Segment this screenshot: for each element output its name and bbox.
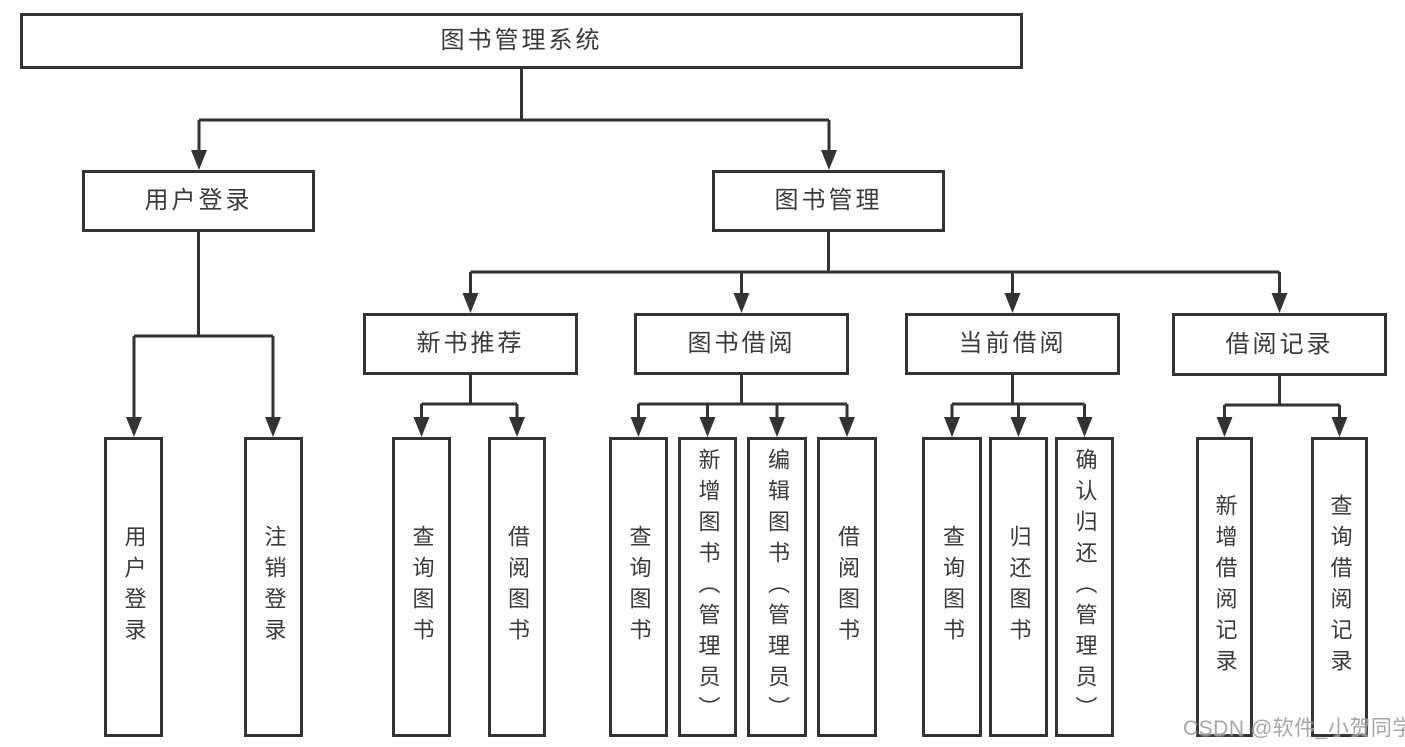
node-leaf-confirm-return-admin: 确认归还（管理员） bbox=[1055, 437, 1114, 737]
connector-user-login-arrow-down-icon bbox=[265, 417, 281, 437]
connector-root-arrow-down-icon bbox=[821, 150, 837, 170]
connector-book-mgmt-arrow-down-icon bbox=[1271, 293, 1288, 313]
connector-book-borrow-arrow-down-icon bbox=[699, 417, 716, 437]
node-leaf-query-borrow-record: 查询借阅记录 bbox=[1311, 437, 1368, 737]
node-user-login: 用户登录 bbox=[82, 170, 315, 232]
connector-book-mgmt-arrow-down-icon bbox=[733, 293, 750, 313]
node-leaf-add-book-admin: 新增图书（管理员） bbox=[678, 437, 737, 737]
connector-current-borrow-arrow-down-icon bbox=[1010, 417, 1027, 437]
node-leaf-return-book: 归还图书 bbox=[989, 437, 1048, 737]
node-leaf-user-login: 用户登录 bbox=[104, 437, 163, 737]
connector-new-book-rec-arrow-down-icon bbox=[509, 417, 525, 437]
connector-borrow-records-arrow-down-icon bbox=[1331, 417, 1348, 437]
connector-book-borrow-arrow-down-icon bbox=[630, 417, 647, 437]
node-new-book-rec: 新书推荐 bbox=[363, 313, 578, 375]
node-book-mgmt: 图书管理 bbox=[712, 170, 945, 232]
connector-book-mgmt-arrow-down-icon bbox=[1004, 293, 1021, 313]
node-leaf-borrow-books-new: 借阅图书 bbox=[488, 437, 546, 737]
connector-current-borrow-arrow-down-icon bbox=[1076, 417, 1093, 437]
connector-book-borrow-arrow-down-icon bbox=[839, 417, 855, 437]
watermark: CSDN @软件_小贺同学 bbox=[1183, 717, 1405, 740]
connector-root-arrow-down-icon bbox=[191, 150, 207, 170]
node-leaf-add-borrow-record: 新增借阅记录 bbox=[1196, 437, 1253, 737]
connector-current-borrow-arrow-down-icon bbox=[944, 417, 960, 437]
node-leaf-logout: 注销登录 bbox=[244, 437, 303, 737]
node-leaf-borrow-books-borrow: 借阅图书 bbox=[817, 437, 877, 737]
node-book-borrow: 图书借阅 bbox=[634, 313, 849, 375]
connector-book-mgmt-arrow-down-icon bbox=[462, 293, 479, 313]
connector-user-login-arrow-down-icon bbox=[126, 417, 142, 437]
connector-new-book-rec-arrow-down-icon bbox=[413, 417, 430, 437]
connector-borrow-records-arrow-down-icon bbox=[1216, 417, 1233, 437]
connector-book-borrow-arrow-down-icon bbox=[769, 417, 785, 437]
node-leaf-query-books-current: 查询图书 bbox=[922, 437, 982, 737]
node-current-borrow: 当前借阅 bbox=[905, 313, 1120, 375]
node-leaf-edit-book-admin: 编辑图书（管理员） bbox=[747, 437, 807, 737]
node-leaf-query-books-borrow: 查询图书 bbox=[609, 437, 668, 737]
node-root: 图书管理系统 bbox=[20, 13, 1023, 69]
node-leaf-query-books-new: 查询图书 bbox=[392, 437, 451, 737]
node-borrow-records: 借阅记录 bbox=[1172, 313, 1387, 376]
